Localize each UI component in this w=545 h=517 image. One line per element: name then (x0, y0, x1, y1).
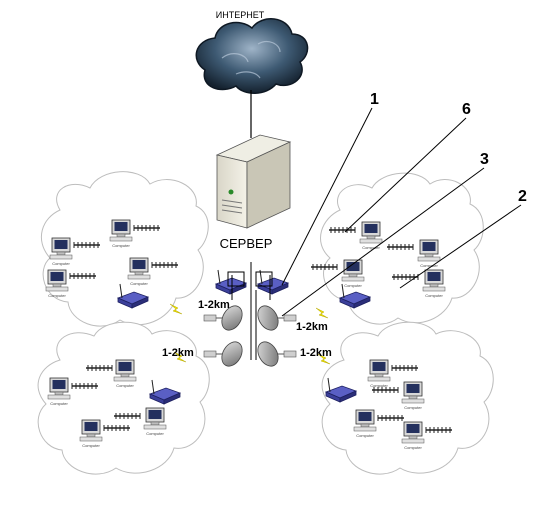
dish-antenna-tr (257, 305, 297, 331)
computer-label: Computer (82, 443, 100, 448)
computer-tr-2: Computer (417, 239, 441, 268)
callout-6: 6 (462, 101, 471, 118)
dish-antenna-tl (203, 305, 243, 331)
computer-label: Computer (130, 281, 148, 286)
computer-label: Computer (146, 431, 164, 436)
computer-tr-1: Computer (359, 221, 383, 250)
computer-bl-2: Computer (47, 377, 71, 406)
cloud-bottom-right (321, 321, 494, 475)
callout-2: 2 (518, 188, 527, 205)
antenna-tr-3 (311, 264, 338, 270)
wireless-bolt-br (317, 353, 331, 365)
computer-br-2: Computer (401, 381, 425, 410)
computer-bl-1: Computer (113, 359, 137, 388)
link-label-top-right: 1-2km (296, 321, 328, 333)
computer-tr-4: Computer (422, 269, 446, 298)
antenna-bl-2 (71, 383, 98, 389)
computer-tl-2: Computer (49, 237, 73, 266)
internet-cloud (195, 18, 309, 94)
antenna-br-1 (391, 365, 418, 371)
computer-label: Computer (116, 383, 134, 388)
computer-tl-3: Computer (127, 257, 151, 286)
router-br (324, 377, 358, 403)
antenna-br-3 (377, 415, 404, 421)
callout-lines (281, 107, 522, 317)
computer-label: Computer (344, 283, 362, 288)
computer-label: Computer (362, 245, 380, 250)
computer-label: Computer (50, 401, 68, 406)
antenna-tr-2 (387, 244, 414, 250)
router-server-left (214, 269, 248, 295)
callout-3: 3 (480, 151, 489, 168)
computer-br-4: Computer (401, 421, 425, 450)
server-label: СЕРВЕР (220, 236, 273, 251)
dish-antenna-bl (203, 341, 243, 367)
antenna-tl-4 (69, 273, 96, 279)
antenna-tl-2 (73, 242, 100, 248)
computer-tl-1: Computer (109, 219, 133, 248)
computer-bl-3: Computer (143, 407, 167, 436)
wireless-bolt-bl (173, 351, 187, 363)
link-label-top-left: 1-2km (198, 299, 230, 311)
computer-tl-4: Computer (45, 269, 69, 298)
cloud-bottom-left (37, 321, 210, 475)
computer-label: Computer (404, 405, 422, 410)
computer-tr-3: Computer (341, 259, 365, 288)
router-tr (338, 283, 372, 309)
computer-label: Computer (420, 263, 438, 268)
wireless-bolt-tr (315, 307, 329, 319)
antenna-tl-1 (133, 225, 160, 231)
cloud-top-left (40, 171, 209, 327)
computer-label: Computer (48, 293, 66, 298)
computer-br-3: Computer (353, 409, 377, 438)
computer-label: Computer (404, 445, 422, 450)
antenna-bl-4 (103, 425, 130, 431)
link-label-bottom-left: 1-2km (162, 347, 194, 359)
computer-bl-4: Computer (79, 419, 103, 448)
server-icon (215, 134, 292, 229)
callout-1: 1 (370, 91, 379, 108)
router-tl (116, 283, 150, 309)
antenna-tr-1 (329, 227, 356, 233)
computer-label: Computer (52, 261, 70, 266)
computer-label: Computer (370, 383, 388, 388)
wireless-bolt-tl (169, 303, 183, 315)
computer-label: Computer (112, 243, 130, 248)
computer-label: Computer (356, 433, 374, 438)
computer-label: Computer (425, 293, 443, 298)
dish-antenna-br (257, 341, 297, 367)
computer-br-1: Computer (367, 359, 391, 388)
cloud-top-right (320, 172, 484, 325)
router-bl (148, 379, 182, 405)
antenna-tl-3 (151, 262, 178, 268)
antenna-br-4 (425, 427, 452, 433)
antenna-bl-3 (114, 413, 141, 419)
antenna-bl-1 (86, 365, 113, 371)
internet-label: ИНТЕРНЕТ (216, 10, 265, 20)
link-label-bottom-right: 1-2km (300, 347, 332, 359)
antenna-br-2 (372, 387, 399, 393)
antenna-tr-4 (392, 274, 419, 280)
backbone-lines (227, 262, 273, 360)
